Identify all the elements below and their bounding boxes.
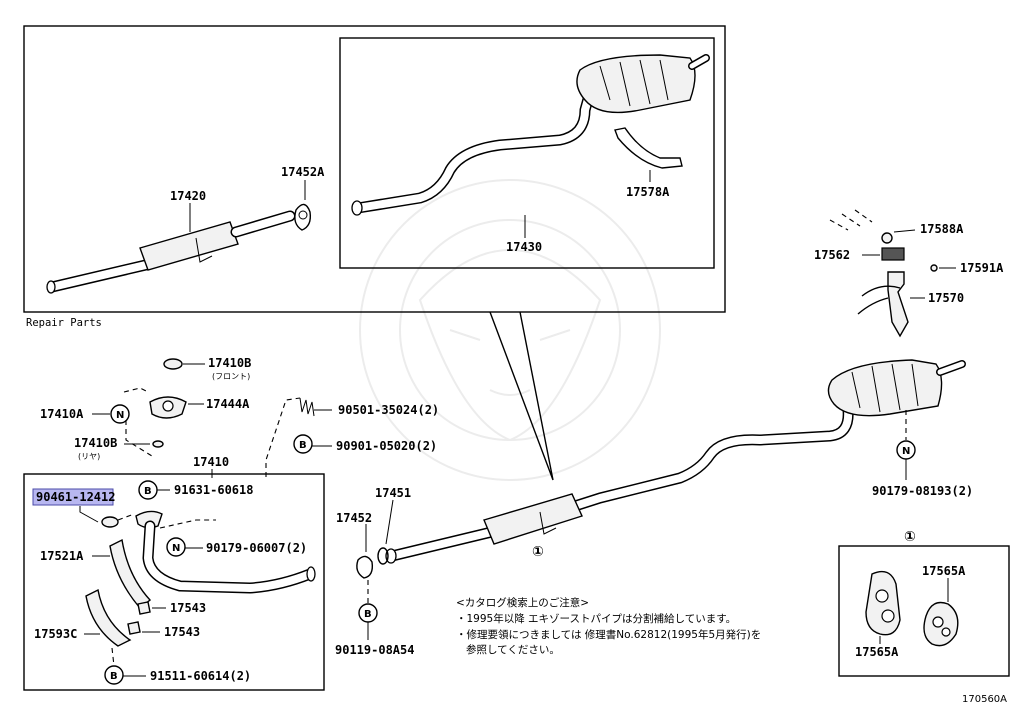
repair-parts-label: Repair Parts	[26, 317, 102, 329]
part-label-90179-06007[interactable]: 90179-06007(2)	[206, 541, 307, 555]
rubber-hanger-17565A-a[interactable]	[865, 570, 901, 636]
part-label-17420[interactable]: 17420	[170, 189, 206, 203]
spring-90501[interactable]	[299, 397, 315, 417]
bracket-17570[interactable]	[857, 271, 909, 338]
svg-text:N: N	[116, 410, 124, 421]
diagram-reference-code: 170560A	[962, 694, 1007, 705]
part-label-17410B-rear[interactable]: 17410B	[74, 436, 117, 450]
muffler-detail-box	[339, 37, 715, 269]
label-front: (フロント)	[212, 372, 250, 381]
svg-text:B: B	[144, 486, 152, 497]
svg-text:B: B	[110, 671, 118, 682]
part-label-90179-08193[interactable]: 90179-08193(2)	[872, 484, 973, 498]
part-label-17410[interactable]: 17410	[193, 455, 229, 469]
part-label-90501-35024[interactable]: 90501-35024(2)	[338, 403, 439, 417]
part-17588A-nut[interactable]	[881, 232, 893, 244]
notes-heading: <カタログ検索上のご注意>	[456, 596, 589, 609]
part-17562-cushion[interactable]	[881, 247, 905, 261]
bracket-17578A[interactable]	[614, 127, 683, 169]
hanger-parts-group: 17588A 17562 17591A 17570	[814, 209, 1004, 338]
front-pipe-17420[interactable]	[46, 210, 296, 294]
part-label-17452A[interactable]: 17452A	[281, 165, 325, 179]
part-label-17543-b[interactable]: 17543	[164, 625, 200, 639]
part-label-17521A[interactable]: 17521A	[40, 549, 84, 563]
part-label-17588A[interactable]: 17588A	[920, 222, 964, 236]
n-marker-17410A	[110, 404, 130, 424]
notes-line-1: ・1995年以降 エキゾーストパイプは分割補給しています。	[456, 612, 736, 625]
detail-one-box: ① 17565A 17565A	[838, 529, 1010, 677]
part-label-17562[interactable]: 17562	[814, 248, 850, 262]
gasket-90461-12412[interactable]	[101, 516, 119, 528]
part-label-90119-08A54[interactable]: 90119-08A54	[335, 643, 414, 657]
part-label-90461-12412[interactable]: 90461-12412	[36, 490, 115, 504]
gasket-17452A[interactable]	[294, 203, 312, 231]
part-label-91631-60618[interactable]: 91631-60618	[174, 483, 253, 497]
gasket-17410B-front[interactable]	[163, 358, 183, 370]
part-label-17410B-front[interactable]: 17410B	[208, 356, 251, 370]
part-label-17410A[interactable]: 17410A	[40, 407, 84, 421]
n-marker-90179-06007	[166, 537, 186, 557]
part-label-17444A[interactable]: 17444A	[206, 397, 250, 411]
watermark-emblem	[359, 179, 661, 481]
exhaust-pipe-17410[interactable]	[135, 510, 316, 594]
catalog-notes: <カタログ検索上のご注意> ・1995年以降 エキゾーストパイプは分割補給してい…	[456, 596, 761, 656]
part-label-17565A-top[interactable]: 17565A	[922, 564, 966, 578]
part-label-17593C[interactable]: 17593C	[34, 627, 77, 641]
repair-parts-box: Repair Parts 17430 17578A	[23, 25, 726, 481]
main-exhaust-pipe[interactable]: ①	[385, 386, 854, 564]
label-rear: (リヤ)	[78, 452, 100, 461]
tail-pipe-assembly-17430[interactable]	[351, 54, 710, 216]
exhaust-manifold-pipe-box	[23, 473, 325, 691]
main-muffler[interactable]	[827, 359, 966, 417]
bracket-17543-b[interactable]	[127, 621, 141, 635]
svg-text:N: N	[172, 543, 180, 554]
gasket-17452[interactable]	[356, 555, 374, 579]
hanger-wires	[829, 209, 873, 231]
gasket-17451[interactable]	[377, 547, 389, 565]
gasket-17410B-rear[interactable]	[152, 440, 164, 448]
part-label-17591A[interactable]: 17591A	[960, 261, 1004, 275]
part-label-90901-05020[interactable]: 90901-05020(2)	[336, 439, 437, 453]
part-label-17452[interactable]: 17452	[336, 511, 372, 525]
part-label-17543-a[interactable]: 17543	[170, 601, 206, 615]
part-label-17570[interactable]: 17570	[928, 291, 964, 305]
b-marker-91511	[104, 665, 124, 685]
part-17591A-clip[interactable]	[930, 264, 938, 272]
rubber-hanger-17565A-b[interactable]	[923, 601, 959, 647]
heat-insulator-17593C[interactable]	[85, 588, 132, 647]
b-marker-90901	[293, 434, 313, 454]
circled-one-main: ①	[532, 544, 544, 560]
part-label-91511-60614[interactable]: 91511-60614(2)	[150, 669, 251, 683]
circled-one-detail: ①	[904, 529, 916, 545]
svg-text:B: B	[364, 609, 372, 620]
notes-line-3: 参照してください。	[466, 643, 560, 656]
part-label-17578A[interactable]: 17578A	[626, 185, 670, 199]
repair-callout-wedge	[489, 311, 554, 481]
part-label-17565A-bottom[interactable]: 17565A	[855, 645, 899, 659]
part-label-17430[interactable]: 17430	[506, 240, 542, 254]
svg-text:B: B	[299, 440, 307, 451]
heat-insulator-17521A[interactable]	[109, 538, 152, 609]
bracket-17543-a[interactable]	[137, 601, 151, 615]
flange-17444A[interactable]	[149, 396, 187, 419]
part-label-17451[interactable]: 17451	[375, 486, 411, 500]
svg-text:N: N	[902, 446, 910, 457]
highlighted-part-box[interactable]	[32, 488, 114, 506]
notes-line-2: ・修理要領につきましては 修理書No.62812(1995年5月発行)を	[456, 628, 761, 641]
